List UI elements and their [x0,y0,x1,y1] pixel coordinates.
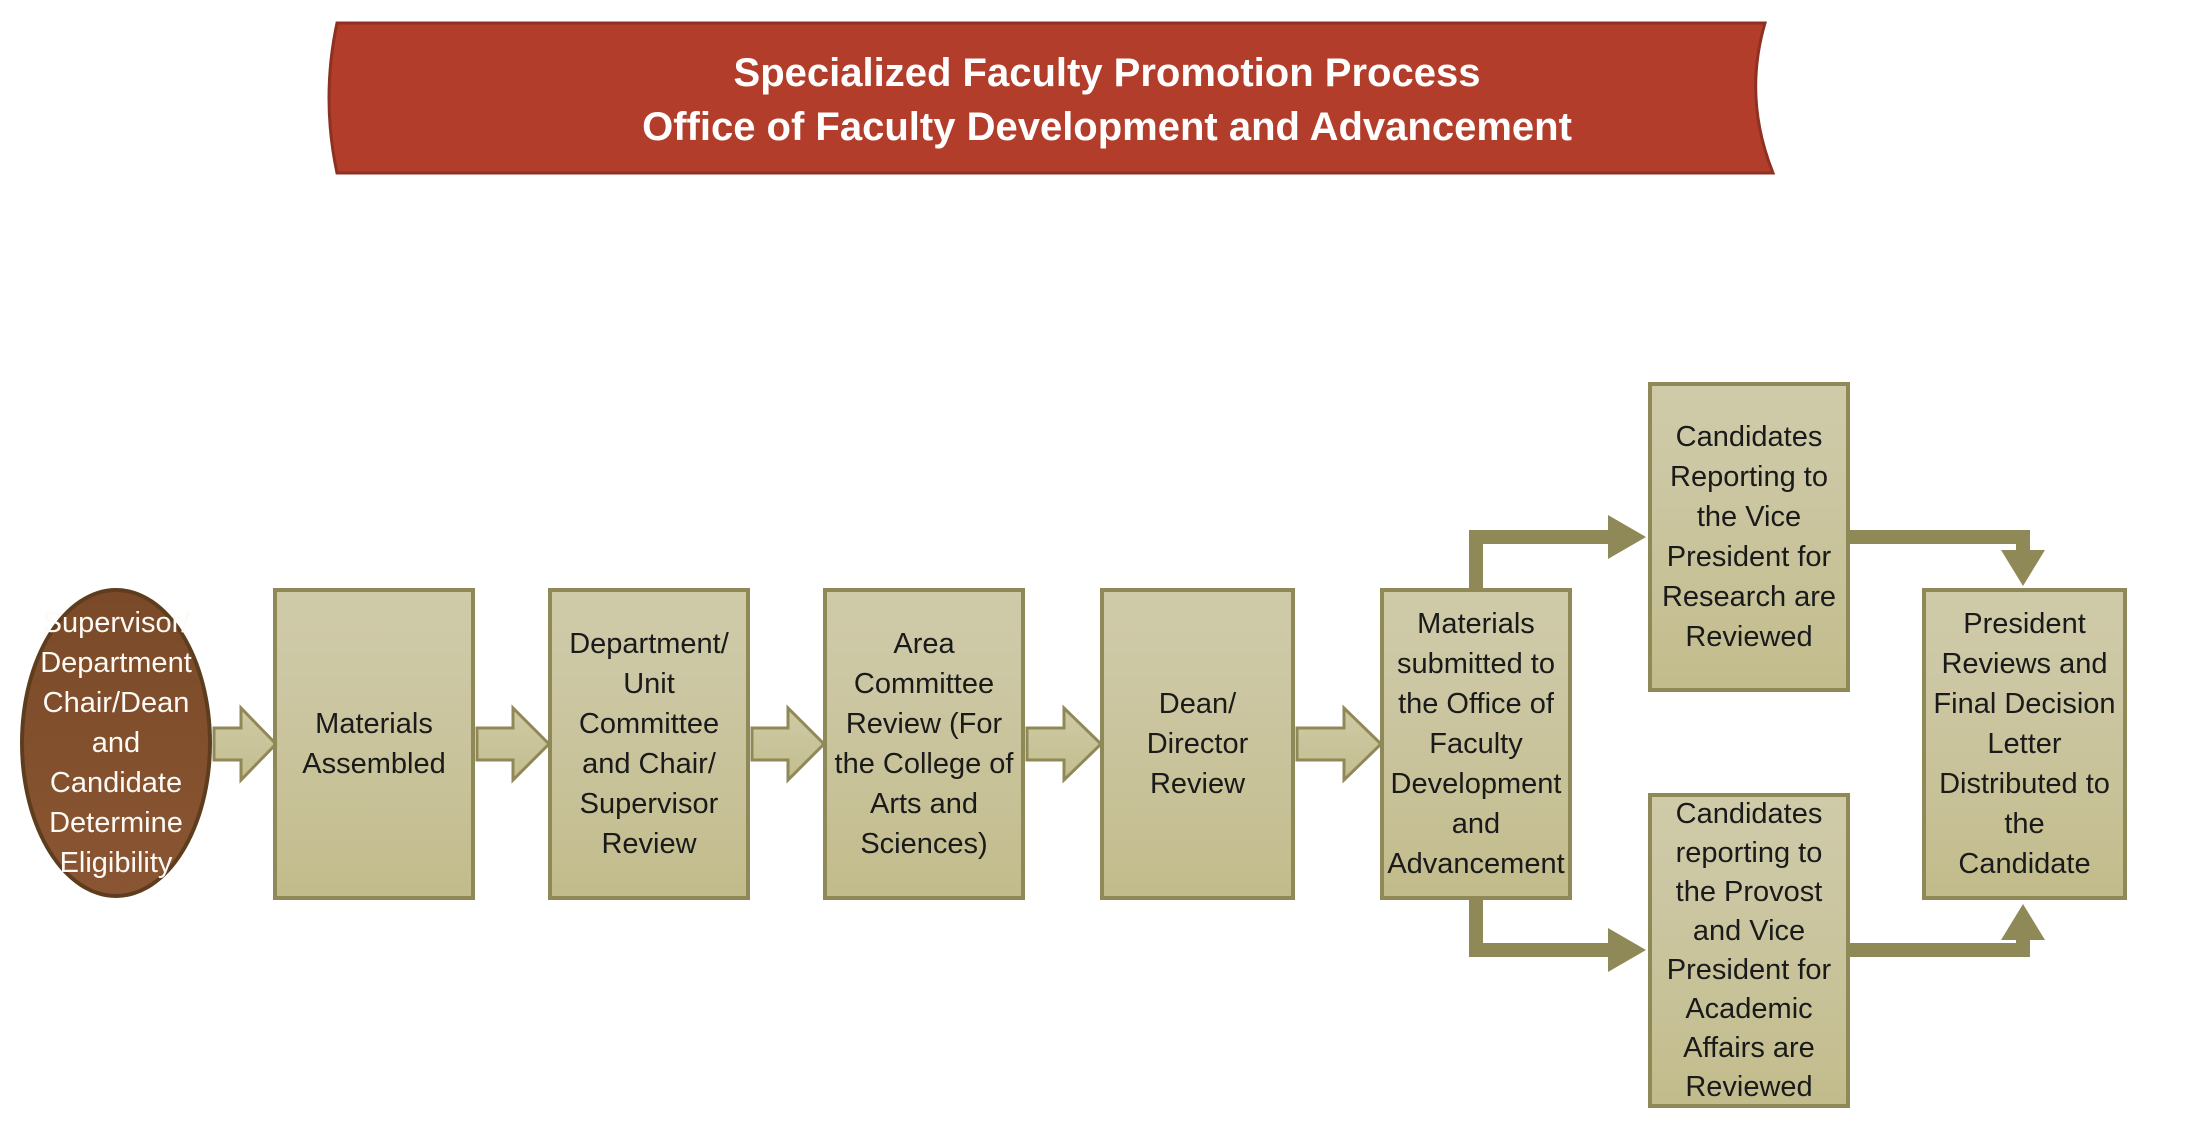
connector-to-provost [1469,896,1608,957]
node-ofda-submission: Materials submitted to the Office of Fac… [1380,588,1572,900]
connector-to-vp-research [1469,530,1608,592]
arrowhead-right-upper [1608,515,1646,559]
banner-ribbon-shape [327,21,1776,175]
banner-title-line1: Specialized Faculty Promotion Process [733,51,1481,95]
node-dean-director-review: Dean/ Director Review [1100,588,1295,900]
flow-arrow-3 [750,704,827,784]
connector-vp-research-to-president [1848,530,2030,552]
node-department-unit-review: Department/ Unit Committee and Chair/ Su… [548,588,750,900]
node-president-final-decision: President Reviews and Final Decision Let… [1922,588,2127,900]
node-start-eligibility: Supervisor/ Department Chair/Dean and Ca… [20,588,212,898]
node-materials-assembled: Materials Assembled [273,588,475,900]
connector-arrowheads-group [1608,515,2045,972]
arrowhead-right-lower [1608,928,1646,972]
flow-arrow-1 [212,704,279,784]
node-vp-research-review: Candidates Reporting to the Vice Preside… [1648,382,1850,692]
node-provost-review: Candidates reporting to the Provost and … [1648,793,1850,1108]
flow-arrows-group [212,704,1384,784]
node-area-committee-review: Area Committee Review (For the College o… [823,588,1025,900]
arrowhead-up-president [2001,904,2045,940]
flow-connectors-group [1469,530,2030,957]
flow-arrow-2 [475,704,552,784]
flow-arrow-4 [1025,704,1104,784]
arrowhead-down-president [2001,550,2045,586]
banner-title-line2: Office of Faculty Development and Advanc… [642,105,1572,149]
connector-provost-to-president [1848,936,2030,957]
flow-arrow-5 [1295,704,1384,784]
banner-title: Specialized Faculty Promotion Process Of… [607,36,1607,164]
